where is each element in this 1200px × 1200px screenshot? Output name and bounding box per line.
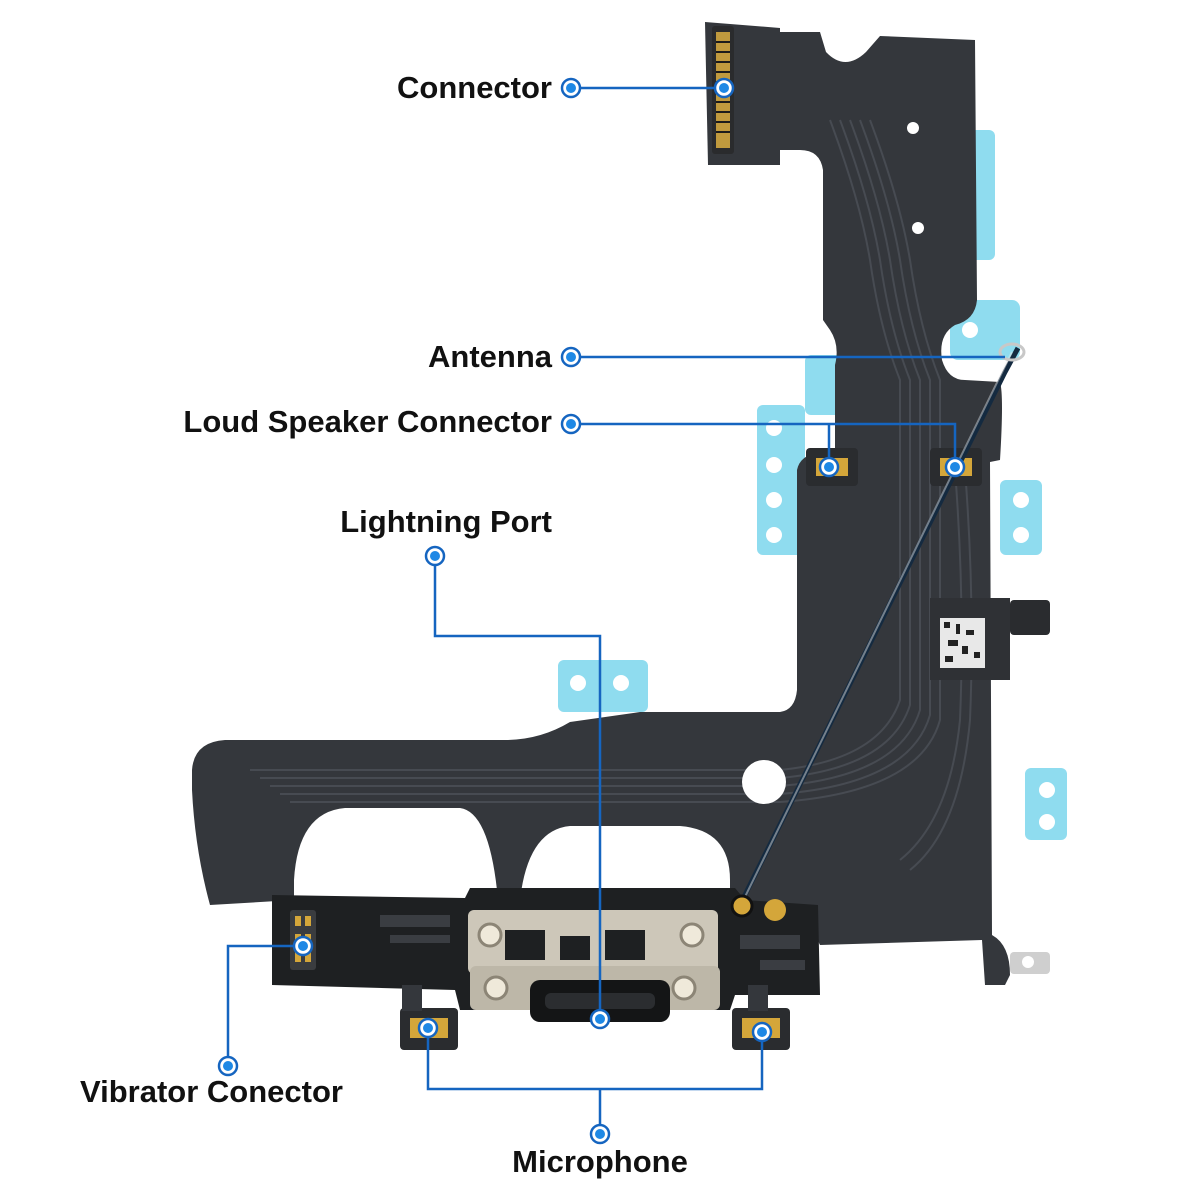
label-connector: Connector xyxy=(397,70,552,105)
antenna-tip xyxy=(998,342,1026,362)
adhesive-tab xyxy=(1000,480,1042,555)
callout-lines xyxy=(226,86,1005,1134)
flex-cable-main xyxy=(192,32,1010,985)
adhesive-tab xyxy=(1025,768,1067,840)
ground-bracket xyxy=(1010,952,1050,974)
adhesive-tab xyxy=(757,405,805,555)
dot-lightning-port xyxy=(424,545,446,567)
barcode-label xyxy=(930,598,1050,680)
adhesive-tab xyxy=(558,660,648,712)
dot-loud-speaker xyxy=(560,413,582,435)
vibrator-callout xyxy=(226,944,303,1066)
board-components xyxy=(380,915,805,970)
microphone-callout xyxy=(426,1028,764,1134)
antenna-wire xyxy=(737,346,1021,907)
label-loud-speaker-connector: Loud Speaker Connector xyxy=(183,404,552,439)
dot-antenna xyxy=(560,346,582,368)
gold-pad xyxy=(764,899,786,921)
dot-connector xyxy=(560,77,582,99)
label-vibrator-connector: Vibrator Conector xyxy=(80,1074,343,1109)
dot-lightning-port-target xyxy=(589,1008,611,1030)
label-antenna: Antenna xyxy=(428,339,553,374)
label-microphone: Microphone xyxy=(512,1144,688,1179)
label-lightning-port: Lightning Port xyxy=(340,504,552,539)
dot-vibrator-target xyxy=(292,935,314,957)
dot-connector-target xyxy=(713,77,735,99)
dot-loud-speaker-target-2 xyxy=(944,456,966,478)
dot-loud-speaker-target-1 xyxy=(818,456,840,478)
dot-microphone xyxy=(589,1123,611,1145)
dot-microphone-target-1 xyxy=(417,1017,439,1039)
lightning-port-callout xyxy=(433,556,602,1018)
callout-dots xyxy=(217,77,966,1145)
dot-microphone-target-2 xyxy=(751,1021,773,1043)
dot-vibrator xyxy=(217,1055,239,1077)
antenna-end xyxy=(730,894,754,918)
flex-traces xyxy=(250,119,973,871)
lightning-port-assembly xyxy=(468,910,720,1022)
